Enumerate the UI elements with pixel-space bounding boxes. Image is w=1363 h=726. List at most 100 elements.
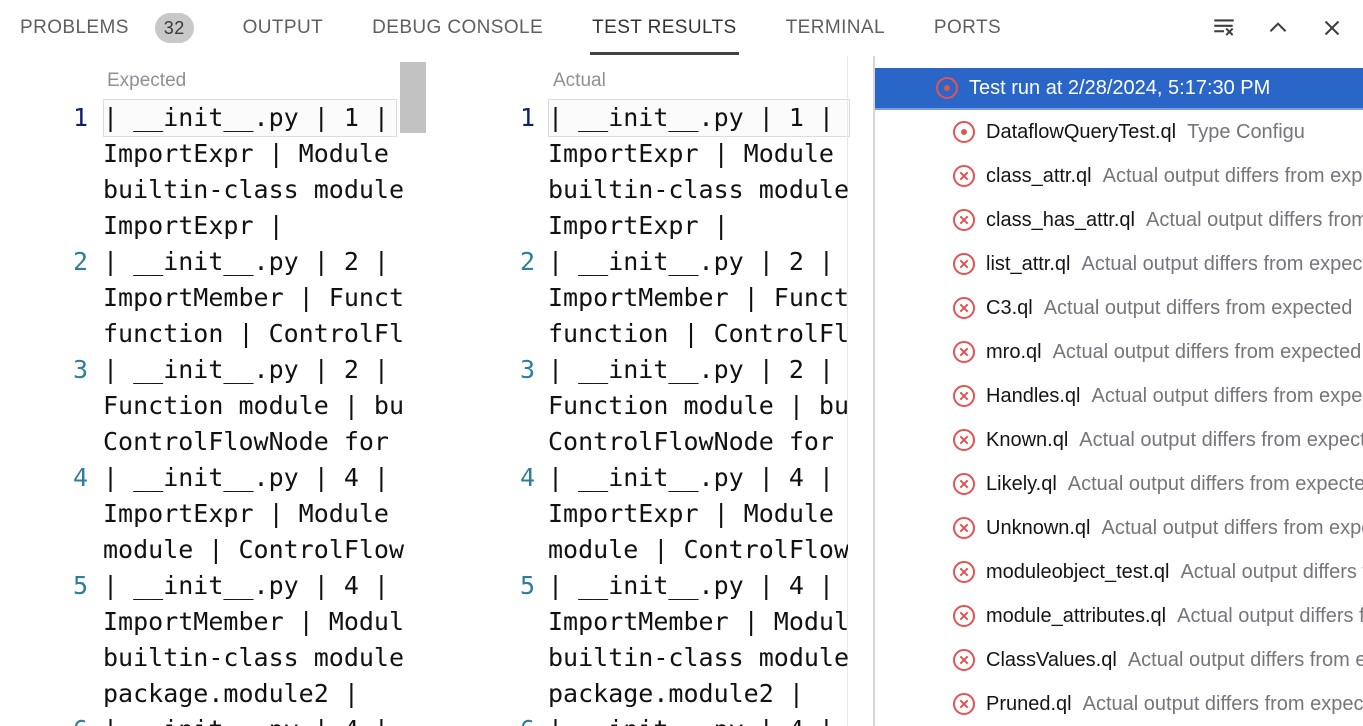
expected-diff-editor[interactable]: Expected 1| __init__.py | 1 |ImportExpr … [0, 56, 440, 726]
code-text[interactable]: ImportMember | Modul [103, 607, 405, 636]
expected-scrollbar-thumb[interactable] [400, 62, 426, 133]
code-text[interactable]: Function module | bu [103, 391, 405, 420]
test-item-message: Actual output differs from expected [1067, 472, 1363, 495]
code-text[interactable]: ImportExpr | [548, 211, 729, 240]
code-text[interactable]: | __init__.py | 4 | [103, 712, 405, 726]
line-number: 6 [440, 712, 535, 726]
code-line-row: 2 | __init__.py | 2 | [440, 244, 875, 280]
test-item-name: Handles.ql [986, 384, 1081, 407]
test-item-message: Actual output differs from expected [1082, 692, 1363, 715]
expected-header-label: Expected [107, 70, 187, 91]
line-number: 2 [519, 247, 535, 276]
test-item-message: Actual output differs from expected [1043, 296, 1353, 319]
tab-output-label: OUTPUT [242, 17, 324, 38]
code-text[interactable]: | __init__.py | 2 | [103, 247, 389, 276]
line-number [440, 208, 535, 244]
code-text[interactable]: ImportMember | Funct [548, 283, 848, 312]
code-text[interactable]: | __init__.py | 4 | [103, 571, 389, 600]
code-text[interactable]: | __init__.py | 4 | [548, 571, 834, 600]
test-item-name: list_attr.ql [986, 252, 1071, 275]
test-run-label: Test run at 2/28/2024, 5:17:30 PM [969, 76, 1271, 99]
maximize-panel-icon[interactable] [1263, 13, 1293, 43]
panel-splitter[interactable] [873, 56, 875, 726]
line-number [0, 676, 88, 712]
problems-count-badge: 32 [154, 13, 194, 43]
tab-output[interactable]: OUTPUT [243, 0, 324, 56]
test-item-name: C3.ql [986, 296, 1033, 319]
line-number: 5 [519, 571, 535, 600]
code-line-row: ImportMember | Funct [440, 280, 875, 316]
code-line-row: 4| __init__.py | 4 | [0, 460, 440, 496]
actual-diff-editor[interactable]: Actual 1| __init__.py | 1 |ImportExpr | … [440, 56, 875, 726]
test-item-name: mro.ql [986, 340, 1042, 363]
tab-terminal[interactable]: TERMINAL [786, 0, 885, 56]
code-text[interactable]: module | ControlFlow [103, 535, 405, 564]
code-text[interactable]: ControlFlowNode for [548, 427, 834, 456]
tab-problems[interactable]: PROBLEMS 32 [20, 0, 194, 56]
line-number [440, 424, 535, 460]
test-item-row[interactable]: C3.ql Actual output differs from expected [875, 286, 1363, 330]
test-errored-icon [935, 76, 959, 100]
code-line-row: ImportExpr | [0, 208, 440, 244]
tab-debug-console[interactable]: DEBUG CONSOLE [372, 0, 543, 56]
tab-test-results[interactable]: TEST RESULTS [590, 0, 739, 56]
code-line-row: ImportExpr | Module [0, 496, 440, 532]
code-text[interactable]: builtin-class module [548, 175, 848, 204]
code-text[interactable]: function | ControlFl [103, 319, 405, 348]
code-text[interactable]: | __init__.py | 4 | [103, 463, 389, 492]
code-text[interactable]: ImportMember | Modul [548, 607, 848, 636]
line-number [0, 208, 88, 244]
code-text[interactable]: | __init__.py | 2 | [548, 355, 834, 384]
code-text[interactable]: ControlFlowNode for [103, 427, 389, 456]
code-text[interactable]: | __init__.py | 1 | [103, 103, 389, 132]
code-text[interactable]: ImportExpr | [103, 211, 284, 240]
line-number [440, 172, 535, 208]
code-text[interactable]: ImportMember | Funct [103, 283, 405, 312]
code-text[interactable]: | __init__.py | 2 | [548, 247, 834, 276]
code-text[interactable]: ImportExpr | Module [548, 139, 834, 168]
test-item-message: Actual output differs from expected [1101, 516, 1363, 539]
code-text[interactable]: | __init__.py | 4 | [548, 712, 848, 726]
code-text[interactable]: ImportExpr | Module [103, 139, 389, 168]
code-text[interactable]: builtin-class module [103, 175, 405, 204]
test-item-name: Known.ql [986, 428, 1069, 451]
tab-ports[interactable]: PORTS [934, 0, 1001, 56]
code-text[interactable]: builtin-class module [103, 643, 405, 672]
code-text[interactable]: builtin-class module [548, 643, 848, 672]
code-text[interactable]: ImportExpr | Module [548, 499, 834, 528]
code-text[interactable]: | __init__.py | 4 | [548, 463, 834, 492]
close-panel-icon[interactable] [1317, 13, 1347, 43]
line-number [0, 532, 88, 568]
code-line-row: 3| __init__.py | 2 | [0, 352, 440, 388]
test-failed-icon [952, 252, 976, 276]
code-text[interactable]: Function module | bu [548, 391, 848, 420]
code-text[interactable]: package.module2 | [548, 679, 804, 708]
line-number [0, 424, 88, 460]
test-item-row[interactable]: Unknown.ql Actual output differs from exp… [875, 506, 1363, 550]
test-failed-icon [952, 516, 976, 540]
code-line-row: 6| __init__.py | 4 | [0, 712, 440, 726]
code-text[interactable]: ImportExpr | Module [103, 499, 389, 528]
test-item-name: Unknown.ql [986, 516, 1091, 539]
code-text[interactable]: package.module2 | [103, 679, 359, 708]
test-run-row[interactable]: Test run at 2/28/2024, 5:17:30 PM [875, 68, 1363, 110]
code-text[interactable]: | __init__.py | 1 | [548, 103, 834, 132]
line-number: 5 [72, 571, 88, 600]
code-text[interactable]: module | ControlFlow [548, 535, 848, 564]
code-text[interactable]: function | ControlFl [548, 319, 848, 348]
code-text[interactable]: | __init__.py | 2 | [103, 355, 389, 384]
clear-output-icon[interactable] [1209, 13, 1239, 43]
